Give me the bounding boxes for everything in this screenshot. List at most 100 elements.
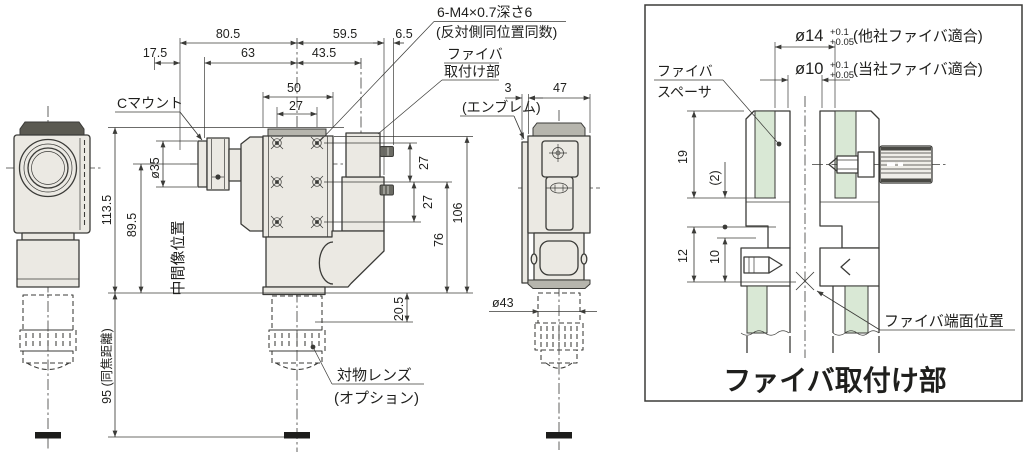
- fiber-spacer-left: [754, 110, 776, 199]
- fiber-spacer-right: [834, 110, 857, 199]
- dim-89-5: 89.5: [125, 213, 139, 237]
- dim-76: 76: [432, 233, 446, 247]
- dim-dia35: ø35: [148, 157, 162, 179]
- side-view: [6, 106, 102, 450]
- label-fiber-2: 取付け部: [444, 64, 500, 80]
- label-objective-2: (オプション): [334, 390, 419, 407]
- section-set-screw: [743, 256, 783, 274]
- detail-box: ファイバ端面位置 ファイバ スペーサ ø14 +0.1 +0.05 (他社ファイ…: [644, 4, 1023, 402]
- dim-59-5: 59.5: [333, 27, 357, 41]
- dim-20-5: 20.5: [392, 297, 406, 321]
- front-lower-inner: [539, 240, 579, 276]
- side-view-objective-dashed: [19, 294, 77, 371]
- dim-3: 3: [505, 81, 512, 95]
- detail-diameter-dims: ø14 +0.1 +0.05 (他社ファイバ適合) ø10 +0.1 +0.05…: [760, 27, 983, 108]
- dim-27-top: 27: [289, 99, 303, 113]
- dim-dia10-tol-lo: +0.05: [830, 70, 854, 81]
- lower-column-right-green: [844, 285, 869, 334]
- front-bottom-band: [527, 279, 591, 289]
- dim-dia43: ø43: [492, 296, 514, 310]
- dim-43-5: 43.5: [312, 46, 336, 60]
- dim-dia14-note: (他社ファイバ適合): [853, 27, 983, 45]
- side-view-lens-rings: [18, 138, 78, 198]
- front-focus-tip: [546, 432, 572, 439]
- dim-dia10: ø10: [795, 60, 823, 78]
- detail-title: ファイバ取付け部: [723, 365, 946, 396]
- dim-19: 19: [676, 150, 690, 164]
- dim-2: (2): [708, 170, 722, 185]
- fiber-end-face-mark: ファイバ端面位置: [795, 271, 1015, 331]
- fiber-port-set-screw-2: [379, 184, 394, 196]
- lower-column-left-green: [746, 285, 768, 334]
- front-upper-panel: [541, 140, 579, 178]
- fiber-port-lower: [341, 176, 385, 232]
- c-mount-assembly: [197, 136, 264, 232]
- label-screw-note-2: (反対側同位置同数): [436, 24, 557, 40]
- detent-notch: [840, 258, 851, 276]
- main-barrel-band: [262, 286, 326, 296]
- main-objective-dashed: [268, 295, 326, 371]
- callout-labels: 6-M4×0.7深さ6 (反対側同位置同数) ファイバ 取付け部 Cマウント (…: [115, 4, 566, 142]
- dim-106: 106: [451, 203, 465, 224]
- label-c-mount: Cマウント: [117, 95, 183, 111]
- dim-dia10-tol-hi: +0.1: [830, 60, 849, 71]
- front-objective-dashed: [534, 292, 584, 369]
- mirror-housing: [265, 230, 385, 288]
- side-view-top-cap: [19, 121, 85, 136]
- side-view-step: [21, 232, 75, 241]
- detail-vertical-dims: 19 (2) 12 10: [676, 110, 796, 283]
- dim-27-a: 27: [417, 156, 431, 170]
- fiber-port-set-screw-1: [379, 146, 394, 157]
- dim-95-parfocal: 95 (同焦距離): [100, 328, 114, 404]
- main-dimensions: 80.5 59.5 6.5 17.5 63 43.5 50 27 113.5 8…: [100, 27, 473, 438]
- main-view: [190, 38, 394, 452]
- dim-dia14: ø14: [795, 27, 823, 45]
- front-emblem-mark: [546, 182, 572, 194]
- dim-10: 10: [708, 250, 722, 264]
- mount-screw-holes: [270, 136, 324, 229]
- emblem-plate: [521, 141, 529, 284]
- dim-27-b: 27: [421, 195, 435, 209]
- front-ear-left: [530, 253, 538, 265]
- c-mount-flange: [197, 140, 208, 188]
- main-block-body: [262, 135, 334, 238]
- front-top-cap: [532, 122, 586, 137]
- label-fiber-end-face: ファイバ端面位置: [884, 313, 1004, 330]
- side-view-focus-tip: [35, 432, 61, 439]
- label-intermediate-image: 中間像位置: [170, 220, 187, 295]
- spacer-label: ファイバ スペーサ: [654, 63, 782, 147]
- dim-80-5: 80.5: [216, 27, 240, 41]
- dim-dia10-note: (当社ファイバ適合): [853, 60, 983, 78]
- clamp-block-right: [819, 247, 880, 287]
- dim-12: 12: [676, 249, 690, 263]
- main-block: [262, 128, 334, 238]
- label-spacer-1: ファイバ: [657, 63, 713, 79]
- label-emblem: (エンブレム): [462, 99, 541, 115]
- break-line-right: [832, 330, 880, 336]
- side-view-barrel: [16, 239, 80, 288]
- front-ear-right: [580, 253, 588, 265]
- front-lower-panel: [545, 176, 574, 231]
- fiber-port-upper: [345, 132, 381, 178]
- main-focus-tip: [284, 432, 310, 439]
- front-view: 3 47 ø43: [489, 81, 600, 450]
- dim-113-5: 113.5: [100, 195, 114, 225]
- dim-17-5: 17.5: [143, 46, 167, 60]
- front-screw: [549, 144, 567, 162]
- dim-47: 47: [553, 81, 567, 95]
- break-line-left: [740, 330, 790, 336]
- dim-63: 63: [241, 46, 255, 60]
- dim-50: 50: [287, 81, 301, 95]
- label-fiber-1: ファイバ: [447, 46, 503, 62]
- main-block-top-band: [267, 128, 327, 137]
- c-mount-neck: [228, 148, 242, 182]
- label-objective-1: 対物レンズ: [337, 367, 412, 384]
- dim-dia14-tol-hi: +0.1: [830, 27, 849, 38]
- label-screw-note-1: 6-M4×0.7深さ6: [437, 4, 533, 20]
- label-spacer-2: スペーサ: [657, 84, 712, 100]
- objective-label: 対物レンズ (オプション): [310, 344, 424, 407]
- knurled-knob: [879, 145, 933, 184]
- mirror-housing-cylinder-arc: [318, 241, 334, 285]
